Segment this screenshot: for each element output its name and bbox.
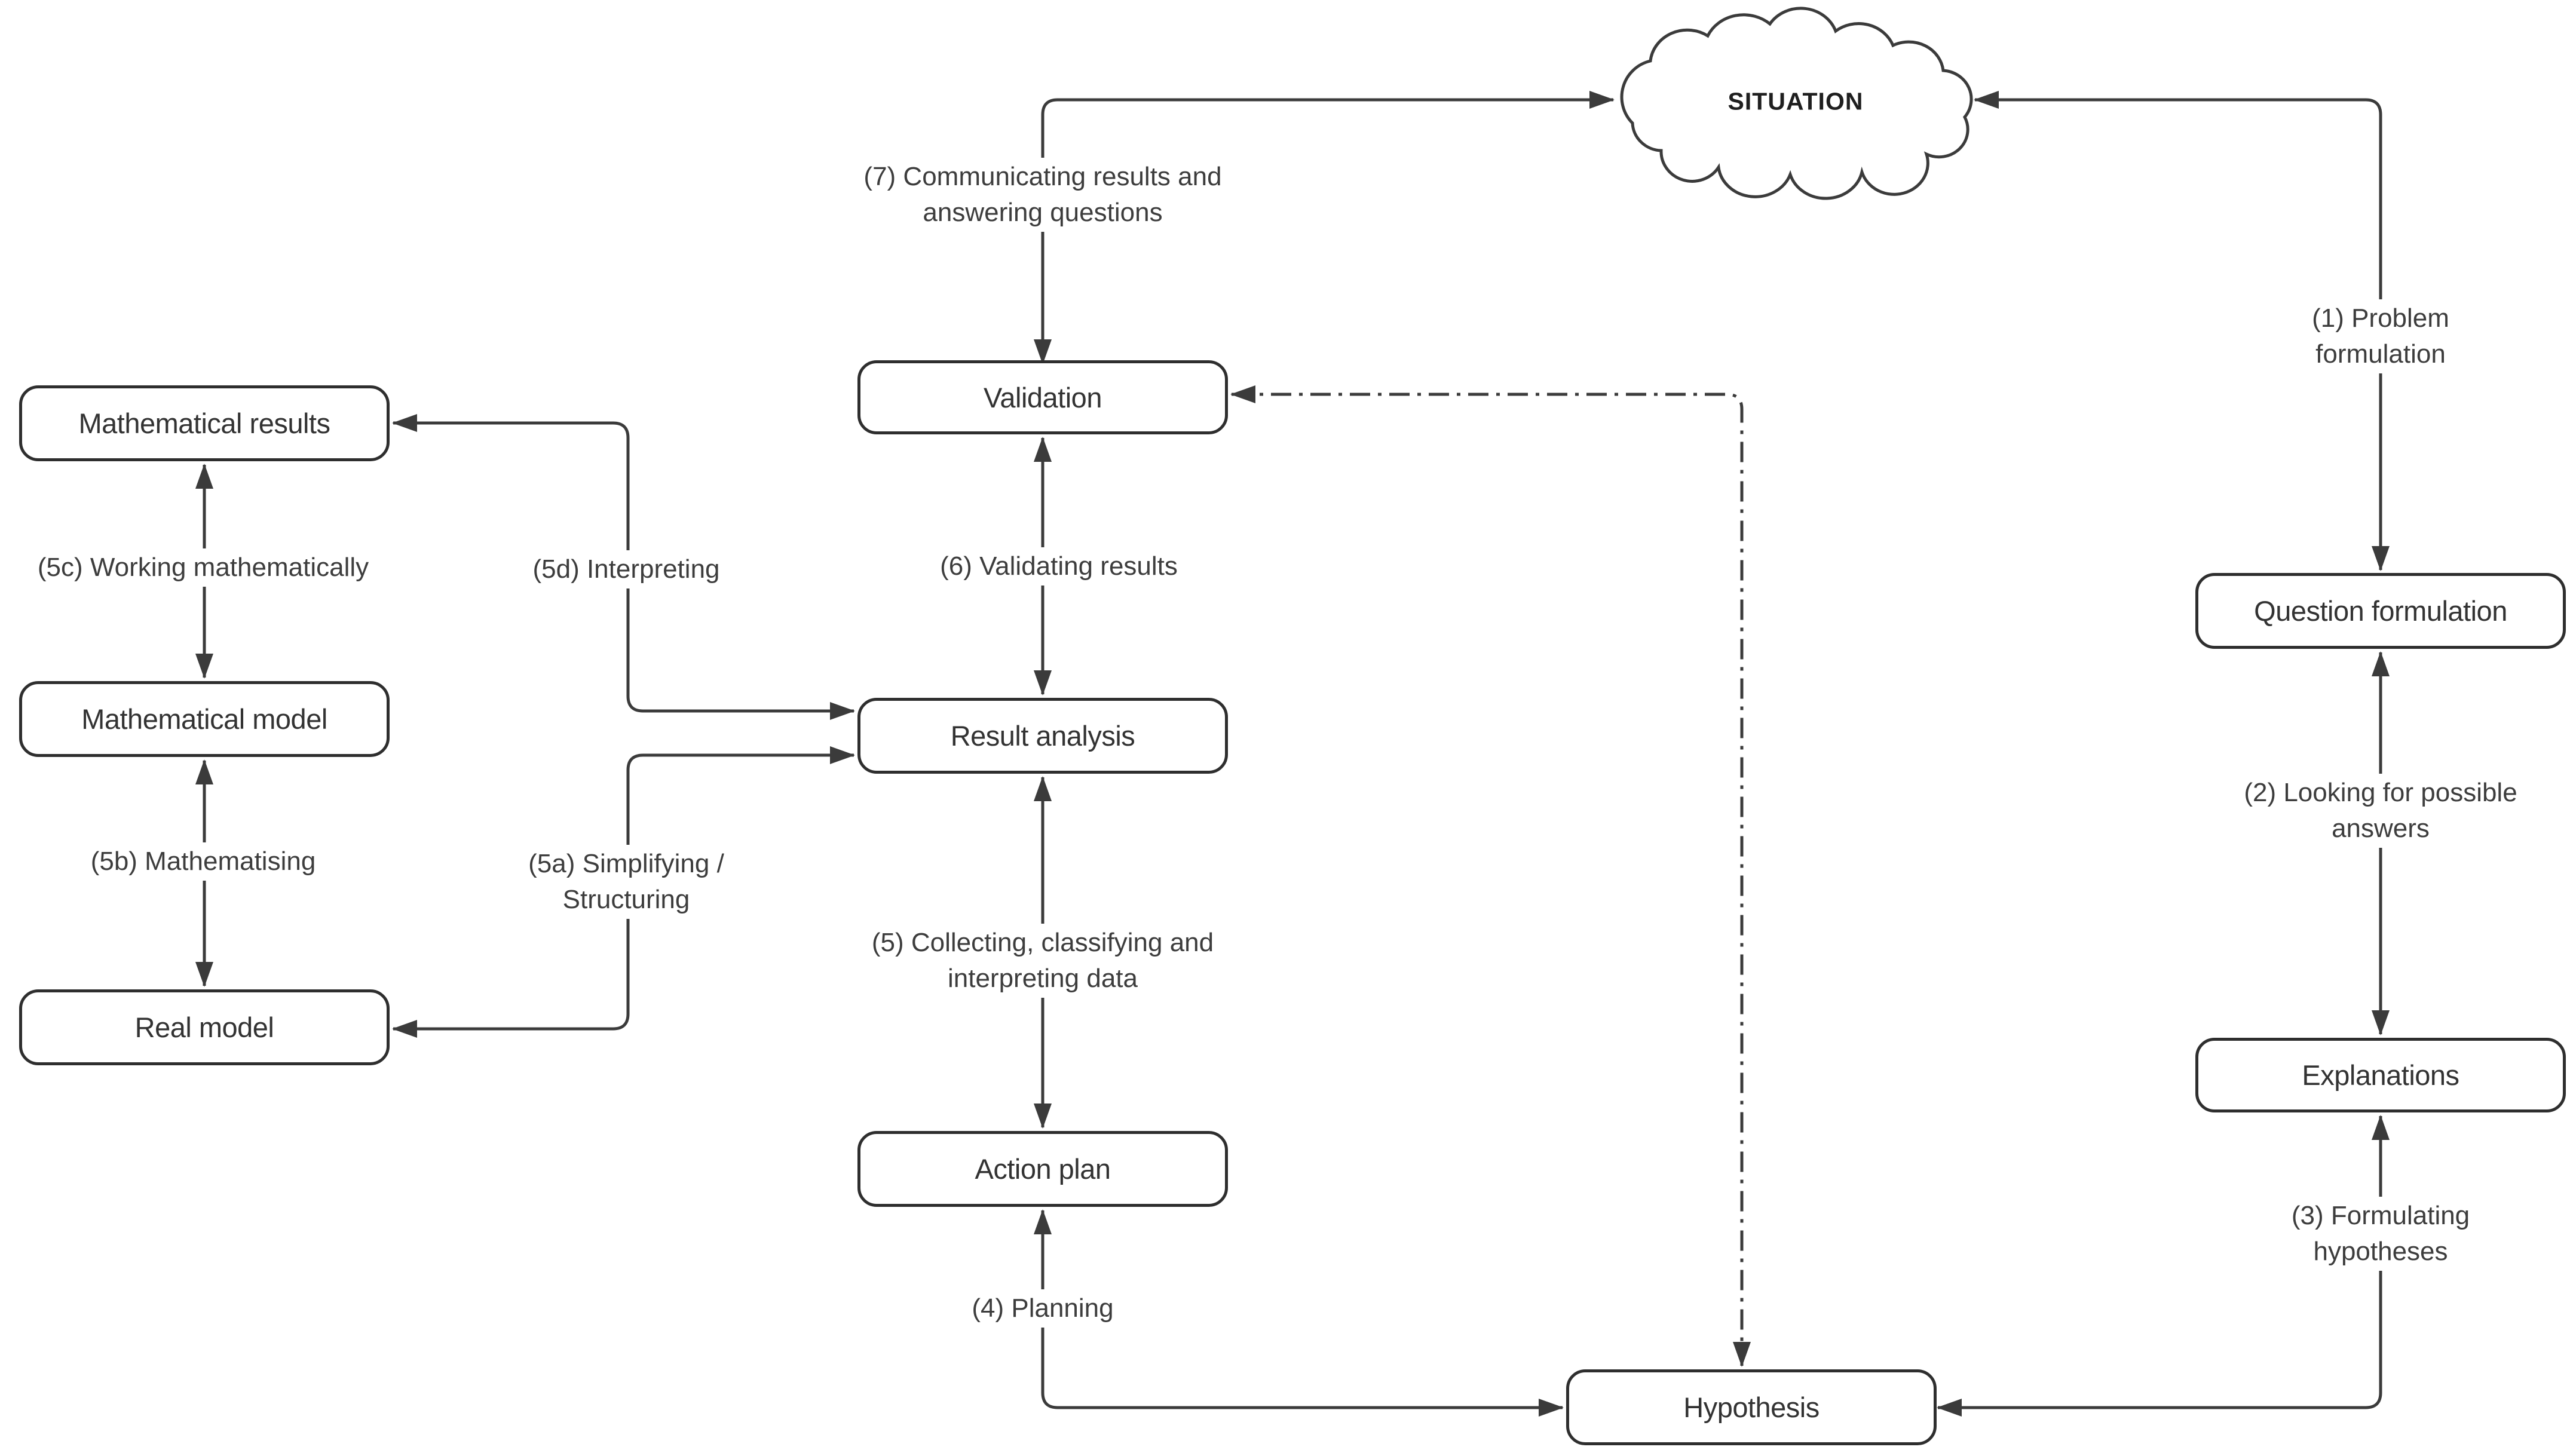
box-label: Validation [984, 381, 1102, 413]
edge-label-step5c: (5c) Working mathematically [27, 548, 379, 587]
edge-label-line: Structuring [562, 885, 690, 914]
edge-label-step4: (4) Planning [962, 1289, 1123, 1328]
box-explanations: Explanations [2195, 1038, 2566, 1112]
box-label: Action plan [975, 1153, 1111, 1185]
box-mathematical-results: Mathematical results [19, 385, 390, 461]
edge-label-line: (3) Formulating [2291, 1201, 2470, 1230]
edge-label-step1: (1) Problem formulation [2302, 299, 2459, 373]
edge-label-line: hypotheses [2313, 1237, 2448, 1266]
box-hypothesis: Hypothesis [1566, 1369, 1937, 1445]
box-label: Result analysis [950, 720, 1135, 752]
edge-label-step7: (7) Communicating results and answering … [854, 158, 1232, 232]
box-label: Mathematical model [81, 703, 327, 735]
edge-label-step2: (2) Looking for possible answers [2234, 774, 2527, 848]
connector-problem-formulation [1974, 91, 2390, 571]
edge-label-line: interpreting data [947, 964, 1138, 993]
edge-label-line: (1) Problem [2312, 304, 2449, 333]
edge-label-line: (2) Looking for possible [2244, 778, 2517, 807]
edge-label-step5b: (5b) Mathematising [81, 842, 326, 881]
edge-label-line: (5c) Working mathematically [37, 553, 369, 582]
box-label: Explanations [2302, 1059, 2459, 1091]
edge-label-line: (5a) Simplifying / [528, 849, 724, 878]
box-label: Question formulation [2254, 595, 2507, 627]
situation-cloud-shape [1620, 7, 1973, 200]
box-label: Hypothesis [1683, 1391, 1820, 1423]
box-mathematical-model: Mathematical model [19, 681, 390, 757]
box-validation: Validation [857, 360, 1228, 434]
edge-label-line: (7) Communicating results and [863, 162, 1222, 191]
edge-label-step6: (6) Validating results [930, 547, 1187, 586]
box-action-plan: Action plan [857, 1131, 1228, 1207]
situation-cloud-label: SITUATION [1727, 87, 1864, 115]
edge-label-line: answering questions [923, 198, 1163, 227]
box-label: Mathematical results [78, 407, 331, 439]
edge-label-line: answers [2332, 814, 2430, 843]
edge-label-step3: (3) Formulating hypotheses [2281, 1197, 2480, 1271]
box-result-analysis: Result analysis [857, 698, 1228, 774]
box-question-formulation: Question formulation [2195, 573, 2566, 649]
connector-planning [1034, 1209, 1564, 1417]
edge-label-line: (5) Collecting, classifying and [871, 928, 1214, 957]
edge-label-step5: (5) Collecting, classifying and interpre… [862, 924, 1224, 998]
connector-formulating-hypotheses [1937, 1115, 2390, 1417]
connector-hypothesis-validation-dashdot [1230, 385, 1751, 1367]
edge-label-step5d: (5d) Interpreting [523, 550, 730, 588]
edge-label-line: (4) Planning [972, 1293, 1114, 1323]
connector-communicating-results [1034, 91, 1615, 364]
edge-label-line: (5d) Interpreting [532, 554, 720, 584]
edge-label-step5a: (5a) Simplifying / Structuring [519, 845, 734, 919]
box-real-model: Real model [19, 989, 390, 1065]
edge-label-line: (5b) Mathematising [90, 847, 316, 876]
box-label: Real model [134, 1011, 274, 1043]
edge-label-line: formulation [2315, 339, 2446, 369]
edge-label-line: (6) Validating results [940, 551, 1178, 581]
